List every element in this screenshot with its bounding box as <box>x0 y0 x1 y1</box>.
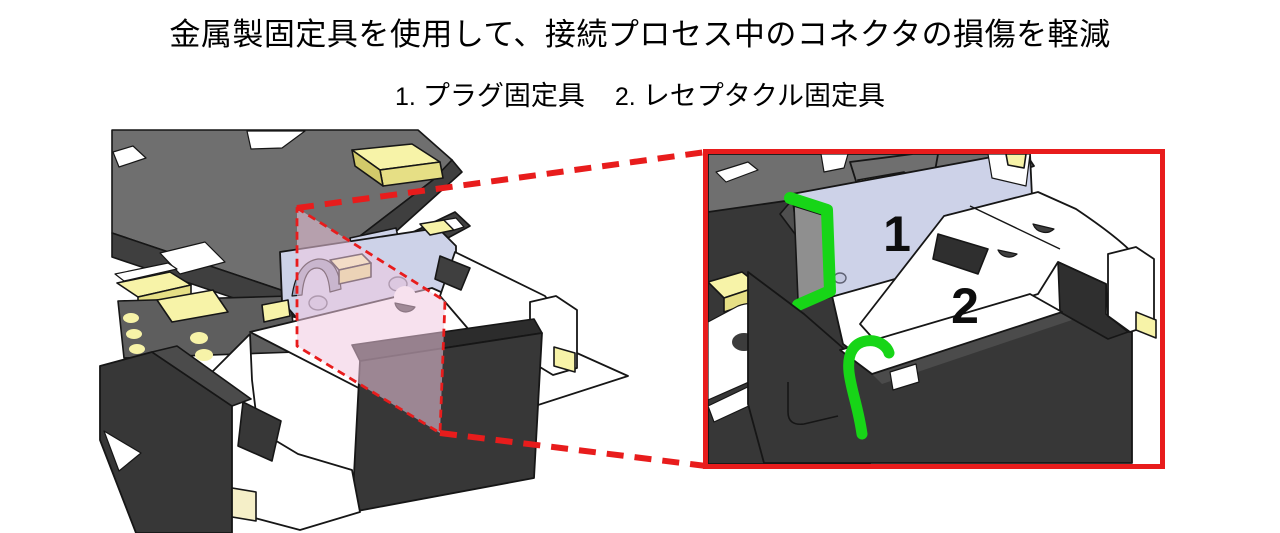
detail-receptacle <box>747 191 1157 464</box>
zoom-callout-box: 1 2 <box>703 149 1165 469</box>
legend-number-2: 2. <box>614 83 636 111</box>
legend: 1. プラグ固定具 2. レセプタクル固定具 <box>0 74 1280 113</box>
callout-label-receptacle-fixture: 2 <box>951 278 979 334</box>
page-title: 金属製固定具を使用して、接続プロセス中のコネクタの損傷を軽減 <box>169 17 1111 52</box>
receptacle-fixture-highlight <box>843 335 895 440</box>
legend-item-receptacle-fixture: 2. レセプタクル固定具 <box>615 74 885 113</box>
legend-item-plug-fixture: 1. プラグ固定具 <box>395 74 585 113</box>
overview-housing-black-parts <box>99 345 252 533</box>
connector-detail-illustration: 1 2 <box>708 154 1157 464</box>
zoom-leader-lines <box>296 149 707 469</box>
callout-label-plug-fixture: 1 <box>883 206 911 262</box>
legend-number-1: 1. <box>395 83 416 111</box>
section-plane <box>295 206 447 435</box>
legend-label-plug-fixture: プラグ固定具 <box>422 81 585 111</box>
plug-fixture-highlight <box>784 192 836 311</box>
legend-label-receptacle-fixture: レセプタクル固定具 <box>642 81 885 111</box>
